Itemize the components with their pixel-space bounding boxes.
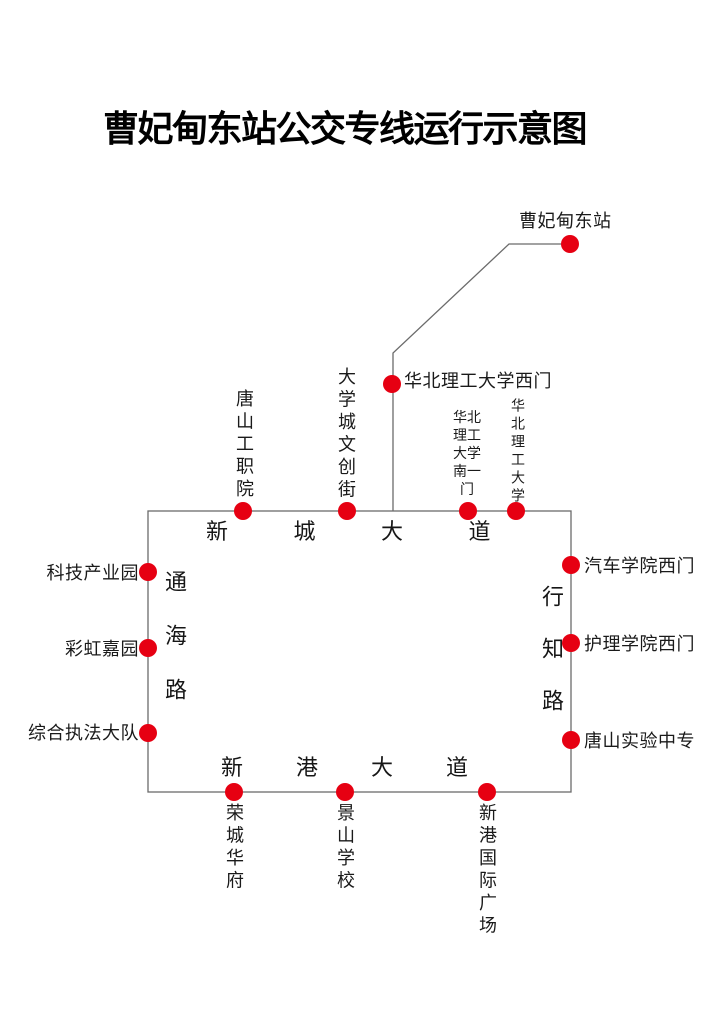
road-label-xincheng-avenue: 新城大道 — [206, 519, 557, 544]
station-label-xingang-guoji: 新港国际广场 — [477, 803, 497, 938]
station-dot-qiche-xueyuan-west — [562, 556, 580, 574]
station-dot-huli-xueyuan-west — [562, 634, 580, 652]
station-dot-hblg-south-gate-1 — [459, 502, 477, 520]
station-label-hblg-west-gate: 华北理工大学西门 — [404, 371, 552, 391]
station-dot-caofeidian-east — [561, 235, 579, 253]
road-label-tonghai-road: 通海路 — [162, 570, 187, 732]
road-label-xingang-avenue: 新港大道 — [221, 755, 522, 780]
diagram-title: 曹妃甸东站公交专线运行示意图 — [103, 109, 588, 149]
station-dot-tangshan-shiyan — [562, 731, 580, 749]
station-label-rongcheng-huafu: 荣城华府 — [224, 803, 244, 893]
station-label-tangshan-gongzhiyuan: 唐山工职院 — [234, 389, 254, 502]
station-label-daxuecheng-wenchuang: 大学城文创街 — [336, 367, 356, 502]
station-dot-keji-chanyeyuan — [139, 563, 157, 581]
station-label-caofeidian-east: 曹妃甸东站 — [519, 211, 612, 231]
road-label-xingzhi-road: 行知路 — [539, 585, 564, 741]
station-dot-daxuecheng-wenchuang — [338, 502, 356, 520]
station-dot-tangshan-gongzhiyuan — [234, 502, 252, 520]
station-label-jingshan-xuexiao: 景山学校 — [335, 803, 355, 893]
station-dot-hblg-univ — [507, 502, 525, 520]
station-dot-rongcheng-huafu — [225, 783, 243, 801]
station-label-huli-xueyuan-west: 护理学院西门 — [584, 634, 695, 654]
station-dot-zonghe-zhifa — [139, 724, 157, 742]
station-label-keji-chanyeyuan: 科技产业园 — [46, 563, 139, 583]
route-branch-line — [392, 243, 570, 511]
station-label-zonghe-zhifa: 综合执法大队 — [28, 723, 139, 743]
station-dot-hblg-west-gate — [383, 375, 401, 393]
route-loop-outline — [147, 510, 572, 793]
station-label-caihong-jiayuan: 彩虹嘉园 — [65, 639, 139, 659]
station-dot-caihong-jiayuan — [139, 639, 157, 657]
station-label-hblg-univ: 华北理工大学 — [509, 398, 524, 506]
station-dot-xingang-guoji — [478, 783, 496, 801]
station-label-hblg-south-gate-1: 华北理工大学南一门 — [453, 411, 481, 498]
station-dot-jingshan-xuexiao — [336, 783, 354, 801]
station-label-tangshan-shiyan: 唐山实验中专 — [584, 731, 695, 751]
station-label-qiche-xueyuan-west: 汽车学院西门 — [584, 556, 695, 576]
